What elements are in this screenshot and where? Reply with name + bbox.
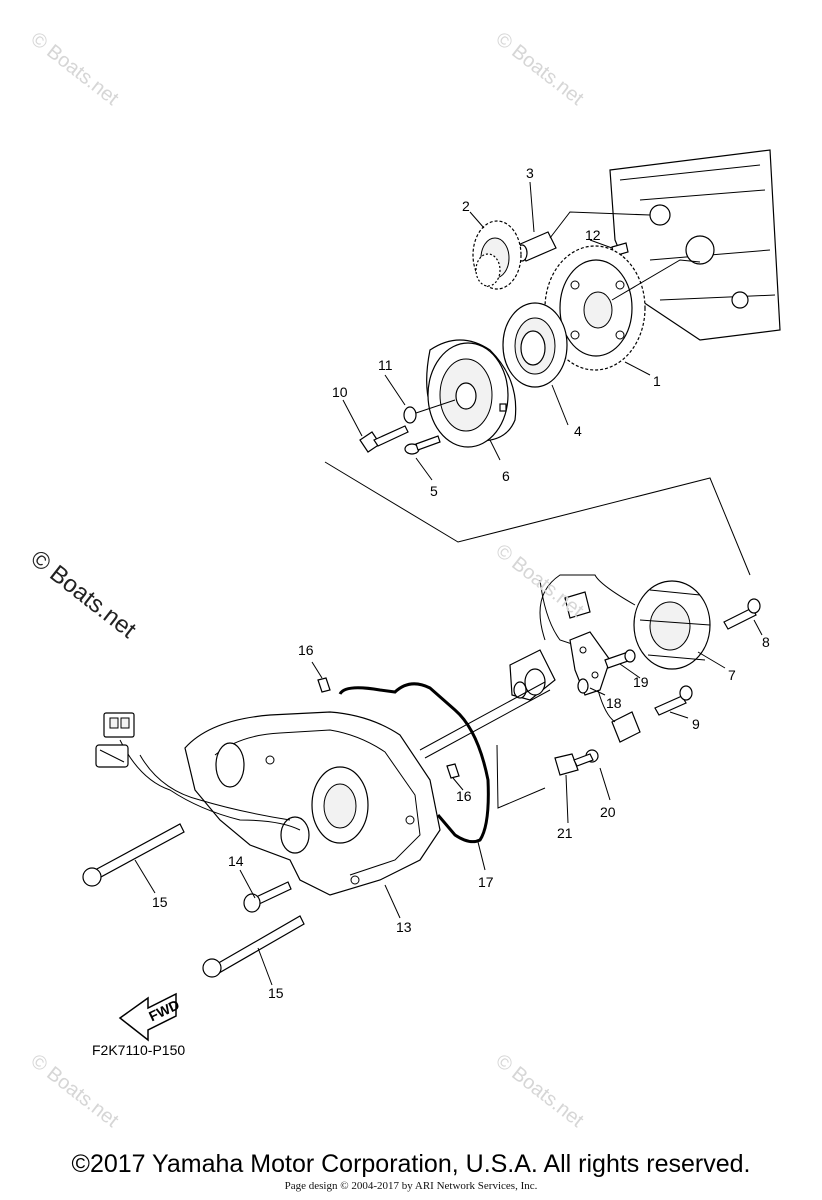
callout-18: 18 — [606, 695, 622, 711]
callout-21: 21 — [557, 825, 573, 841]
callout-12: 12 — [585, 227, 601, 243]
callout-7: 7 — [728, 667, 736, 683]
dowel-pin-16a — [317, 677, 331, 693]
starter-gear-1 — [544, 245, 701, 371]
idler-gear-2 — [472, 220, 522, 290]
callout-10: 10 — [332, 384, 348, 400]
bolt-8 — [723, 598, 761, 630]
callout-19: 19 — [633, 674, 649, 690]
callout-15-lower: 15 — [268, 985, 284, 1001]
wire-harness — [95, 712, 301, 831]
callout-17: 17 — [478, 874, 494, 890]
callout-numbers: 3 2 12 1 4 11 10 5 6 8 7 19 18 9 20 21 1… — [152, 165, 770, 1001]
rotor-6 — [426, 339, 517, 448]
bolt-9 — [654, 685, 693, 716]
bolt-14 — [243, 881, 292, 913]
grommet-plate — [509, 649, 556, 701]
callout-3: 3 — [526, 165, 534, 181]
bolt-10 — [359, 425, 409, 453]
bolt-19 — [604, 649, 636, 669]
callout-8: 8 — [762, 634, 770, 650]
callout-15-upper: 15 — [152, 894, 168, 910]
stator-7 — [539, 574, 711, 670]
screw-5 — [404, 435, 441, 455]
fwd-arrow-icon: FWD — [118, 992, 182, 1042]
long-bolt-15-lower — [202, 915, 305, 978]
long-bolt-15-upper — [82, 823, 185, 887]
callout-16-upper: 16 — [298, 642, 314, 658]
page-design-credit: Page design © 2004-2017 by ARI Network S… — [284, 1180, 538, 1192]
callout-11: 11 — [378, 357, 393, 373]
gasket-17 — [338, 682, 490, 844]
leader-lines — [134, 181, 763, 986]
crankcase-cover-13 — [184, 711, 441, 896]
callout-5: 5 — [430, 483, 438, 499]
callout-16-lower: 16 — [456, 788, 472, 804]
callout-6: 6 — [502, 468, 510, 484]
clamp-21 — [554, 753, 579, 776]
callout-14: 14 — [228, 853, 244, 869]
dowel-pin-16b — [446, 763, 460, 779]
pickup-bracket-18 — [569, 631, 641, 743]
engine-housing — [609, 149, 781, 341]
callout-2: 2 — [462, 198, 470, 214]
callout-9: 9 — [692, 716, 700, 732]
callout-13: 13 — [396, 919, 412, 935]
copyright-notice: ©2017 Yamaha Motor Corporation, U.S.A. A… — [71, 1150, 751, 1178]
diagram-code: F2K7110-P150 — [92, 1042, 186, 1058]
callout-20: 20 — [600, 804, 616, 820]
callout-1: 1 — [653, 373, 661, 389]
screw-20 — [573, 749, 599, 767]
callout-4: 4 — [574, 423, 582, 439]
washer-11 — [403, 399, 456, 424]
one-way-clutch-4 — [502, 302, 568, 388]
